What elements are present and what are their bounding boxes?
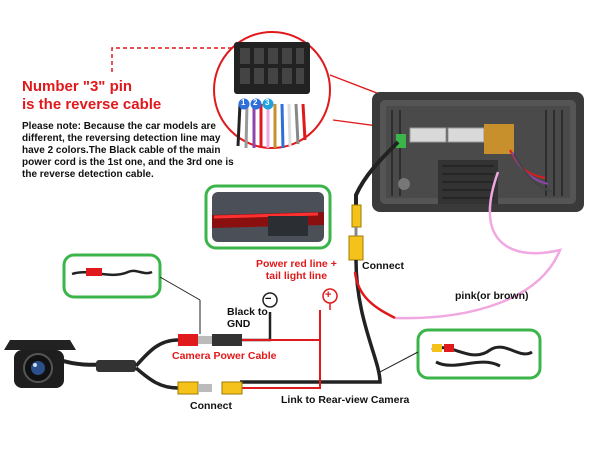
pointer-dashed-line [111,47,238,72]
plus-symbol: + [325,289,332,301]
title-line-2: is the reverse cable [22,96,162,113]
head-unit [372,92,584,212]
tail-light-photo [212,192,324,242]
black-to-gnd-label: Black to GND [227,306,268,330]
pin-3-label: 3 [265,98,270,107]
pin-1-label: 1 [241,98,246,107]
note-paragraph: Please note: Because the car models are … [22,121,234,181]
note-lead: Please note: Because the car models are … [22,121,221,156]
connect-label-top: Connect [362,260,404,272]
power-line-text: Power red line + [256,258,337,270]
camera-power-label: Camera Power Cable [172,350,277,362]
power-line-label: Power red line + tail light line [256,258,337,282]
pink-wire [394,171,563,320]
note-highlight: Black cable [109,145,165,156]
connect-label-bottom: Connect [190,400,232,412]
minus-symbol: − [265,293,272,305]
pin-badges [238,98,274,110]
pin-2-label: 2 [253,98,258,107]
rca-cable-photo [431,344,533,368]
power-red-line [353,271,396,320]
harness-connector [234,42,310,149]
tail-light-text: tail light line [265,270,328,282]
rear-camera [4,340,76,388]
page-title: Number "3" pin is the reverse cable [22,78,161,114]
note-tail: of the main power cord is the 1st one, a… [22,145,234,180]
link-camera-label: Link to Rear-view Camera [281,394,410,406]
title-line-1: Number "3" pin [22,78,133,95]
power-cable-photo [71,268,153,277]
pink-wire-label: pink(or brown) [455,290,529,302]
